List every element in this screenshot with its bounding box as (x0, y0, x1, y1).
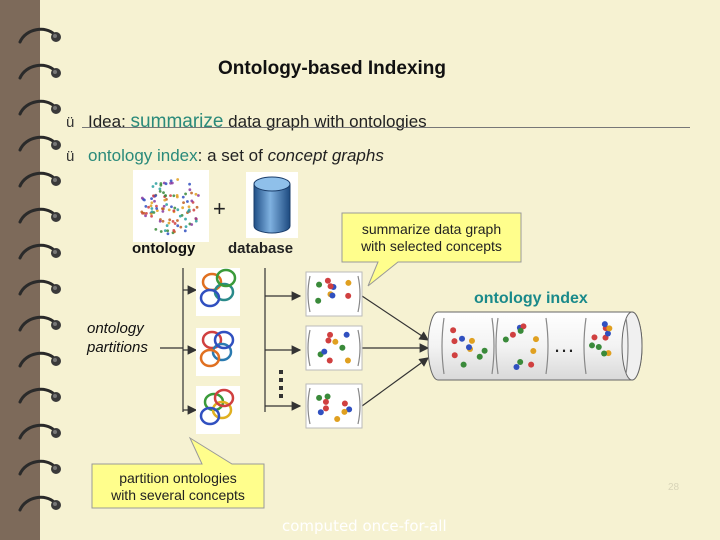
callout-summarize-line-2: with selected concepts (361, 238, 502, 254)
tube-ellipsis: … (553, 332, 577, 357)
callout-partition-line-2: with several concepts (111, 487, 245, 503)
spiral-ring-icon (16, 494, 64, 516)
spiral-ring-icon (16, 422, 64, 444)
page-number: 28 (668, 482, 680, 493)
callout-partition-text: partition ontologies with several concep… (92, 470, 264, 504)
ontology-index-tube (427, 311, 643, 381)
callout-summarize-line-1: summarize data graph (361, 221, 502, 237)
bullet-index-italic: concept graphs (267, 146, 384, 165)
spiral-ring-icon (16, 206, 64, 228)
database-label: database (228, 240, 294, 257)
callout-partition-line-1: partition ontologies (119, 470, 237, 486)
spiral-ring-icon (16, 170, 64, 192)
ontology-partition-images (196, 268, 240, 434)
bullet-index-highlight: ontology index (88, 146, 198, 165)
slide-title: Ontology-based Indexing (218, 58, 447, 79)
spiral-ring-icon (16, 242, 64, 264)
callout-summarize-text: summarize data graph with selected conce… (342, 221, 521, 255)
spiral-ring-icon (16, 278, 64, 300)
ontology-partitions-caption: ontology partitions (87, 319, 148, 357)
database-connectors (264, 268, 302, 412)
index-arrows (361, 295, 430, 407)
plus-sign: + (213, 196, 226, 221)
bullet-idea-highlight: summarize (130, 111, 224, 132)
ontology-graph-image (133, 170, 209, 242)
bullet-index: ü ontology index: a set of concept graphs (66, 146, 384, 166)
partition-connectors (160, 268, 198, 415)
bullet-idea-prefix: Idea: (88, 112, 131, 131)
callout-partition (91, 436, 265, 509)
bullet-idea-suffix: data graph with ontologies (223, 112, 427, 131)
checkmark-icon: ü (66, 148, 75, 165)
partitions-caption-line-2: partitions (87, 339, 148, 356)
ontology-index-label: ontology index (474, 290, 588, 307)
spiral-ring-icon (16, 350, 64, 372)
spiral-ring-icon (16, 62, 64, 84)
spiral-ring-icon (16, 98, 64, 120)
callout-summarize (341, 212, 522, 287)
database-cylinder-icon (246, 172, 298, 238)
spiral-ring-icon (16, 386, 64, 408)
checkmark-icon: ü (66, 114, 75, 131)
spiral-ring-icon (16, 458, 64, 480)
spiral-ring-icon (16, 134, 64, 156)
vertical-ellipsis (279, 370, 285, 402)
footer-text: computed once-for-all (282, 517, 447, 535)
ontology-label: ontology (132, 240, 196, 257)
bullet-index-middle: : a set of (197, 146, 268, 165)
bullet-idea: ü Idea: summarize data graph with ontolog… (66, 111, 427, 133)
spiral-ring-icon (16, 314, 64, 336)
concept-graph-boxes (305, 271, 363, 429)
spiral-ring-icon (16, 26, 64, 48)
partitions-caption-line-1: ontology (87, 320, 144, 337)
title-divider (82, 127, 690, 128)
